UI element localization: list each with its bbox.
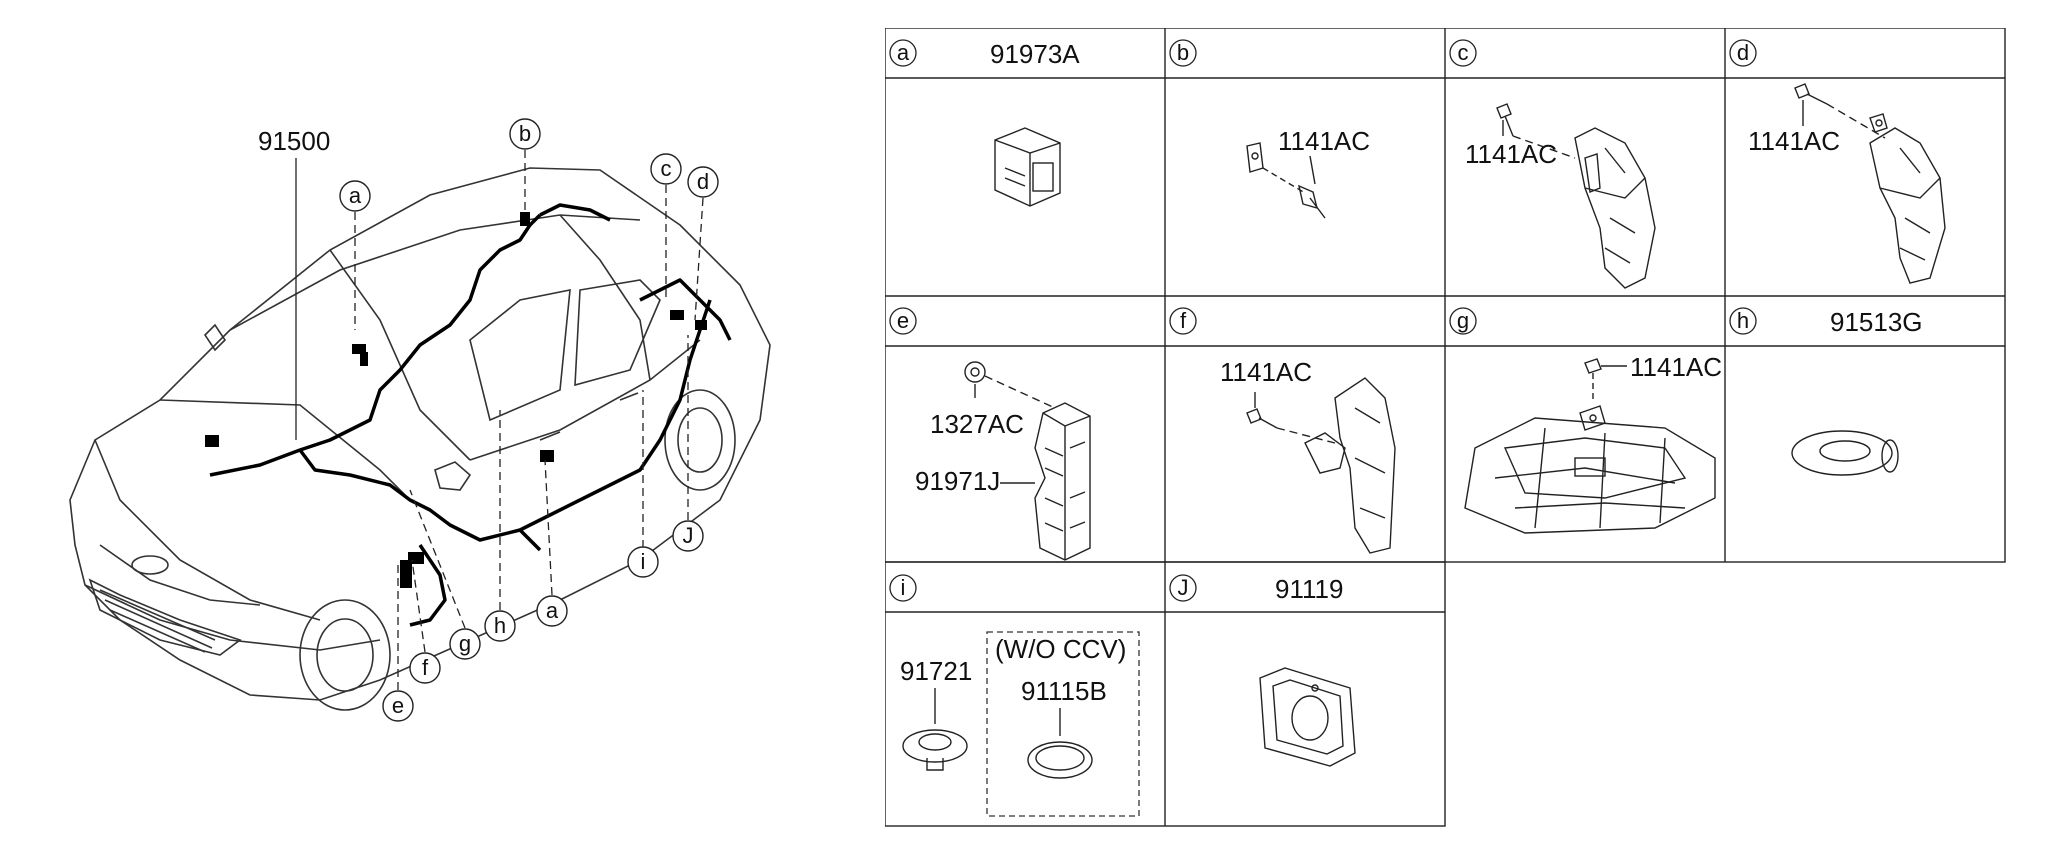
cell-i-part-2: 91115B	[1021, 676, 1107, 706]
cell-e-part-1: 1327AC	[930, 409, 1024, 439]
svg-text:c: c	[661, 156, 672, 181]
cell-b-part: 1141AC	[1278, 126, 1370, 156]
bolt-bracket-icon	[1246, 377, 1396, 554]
cell-d-letter: d	[1737, 40, 1749, 65]
grid-lines	[885, 28, 2006, 827]
cell-e-part-2: 91971J	[915, 466, 1000, 496]
svg-text:a: a	[546, 598, 559, 623]
cell-e: e 1327AC 91971J	[889, 307, 1091, 561]
cell-J: J 91119	[1169, 574, 1356, 767]
wiring-harness	[209, 203, 732, 627]
callout-h: h	[484, 610, 516, 642]
svg-text:J: J	[683, 523, 694, 548]
cell-i-letter: i	[901, 575, 906, 600]
cell-i: i 91721 (W/O CCV) 91115B	[889, 574, 1140, 817]
cell-g-letter: g	[1457, 308, 1469, 333]
cell-g-part: 1141AC	[1630, 352, 1722, 382]
cell-a-title: 91973A	[990, 39, 1080, 69]
harness-connectors	[205, 212, 707, 588]
callout-i: i	[627, 546, 659, 578]
wo-ccv-box	[986, 631, 1140, 817]
callout-a-bottom: a	[536, 595, 568, 627]
cell-g: g 1141AC	[1449, 307, 1722, 534]
callout-g: g	[449, 628, 481, 660]
cell-i-note: (W/O CCV)	[995, 634, 1126, 664]
cell-f: f 1141AC	[1169, 307, 1396, 554]
bolt-pillar-icon-2	[1794, 83, 1946, 284]
car-body	[69, 167, 771, 711]
svg-text:i: i	[641, 549, 646, 574]
cell-c-letter: c	[1458, 40, 1469, 65]
callout-d: d	[687, 166, 719, 198]
rubber-seal-icon	[1259, 667, 1356, 767]
svg-text:e: e	[392, 693, 404, 718]
svg-text:h: h	[494, 613, 506, 638]
cell-d: d 1141AC	[1729, 39, 1946, 284]
callout-e: e	[382, 690, 414, 722]
main-part-label: 91500	[258, 126, 330, 156]
cell-d-part: 1141AC	[1748, 126, 1840, 156]
cell-e-letter: e	[897, 308, 909, 333]
callout-f: f	[409, 652, 441, 684]
cell-f-letter: f	[1180, 308, 1187, 333]
svg-text:d: d	[697, 169, 709, 194]
svg-text:b: b	[519, 121, 531, 146]
bracket-bolt-icon	[1246, 142, 1326, 219]
cell-b-letter: b	[1177, 40, 1189, 65]
cell-c: c 1141AC	[1449, 39, 1656, 289]
callout-a-top: a	[339, 180, 371, 212]
cell-a-letter: a	[897, 40, 910, 65]
cell-h-title: 91513G	[1830, 307, 1923, 337]
cell-c-part: 1141AC	[1465, 139, 1557, 169]
callout-J: J	[672, 520, 704, 552]
callout-c: c	[650, 153, 682, 185]
cell-i-part-1: 91721	[900, 656, 972, 686]
cell-f-part: 1141AC	[1220, 357, 1312, 387]
plug-icon	[902, 688, 968, 771]
svg-text:f: f	[422, 655, 429, 680]
floor-pan-icon	[1464, 358, 1716, 534]
svg-text:a: a	[349, 183, 362, 208]
cell-J-title: 91119	[1275, 574, 1343, 604]
cell-J-letter: J	[1178, 575, 1189, 600]
cell-h: h 91513G	[1729, 307, 1923, 476]
cell-b: b 1141AC	[1169, 39, 1370, 219]
car-wiring-overview: 91500 a b c d e f g h a i J	[69, 118, 771, 722]
leader-lines	[295, 150, 704, 690]
cell-h-letter: h	[1737, 308, 1749, 333]
bolt-pillar-icon	[1496, 103, 1656, 289]
grommet-icon	[1791, 430, 1899, 476]
callout-b: b	[509, 118, 541, 150]
connector-icon	[994, 127, 1061, 207]
cell-a: a 91973A	[889, 39, 1080, 207]
svg-text:g: g	[459, 631, 471, 656]
ring-grommet-icon	[1027, 708, 1093, 779]
parts-grid: a 91973A b 1141AC c 1141AC	[885, 28, 2006, 827]
nut-module-icon	[964, 361, 1091, 561]
